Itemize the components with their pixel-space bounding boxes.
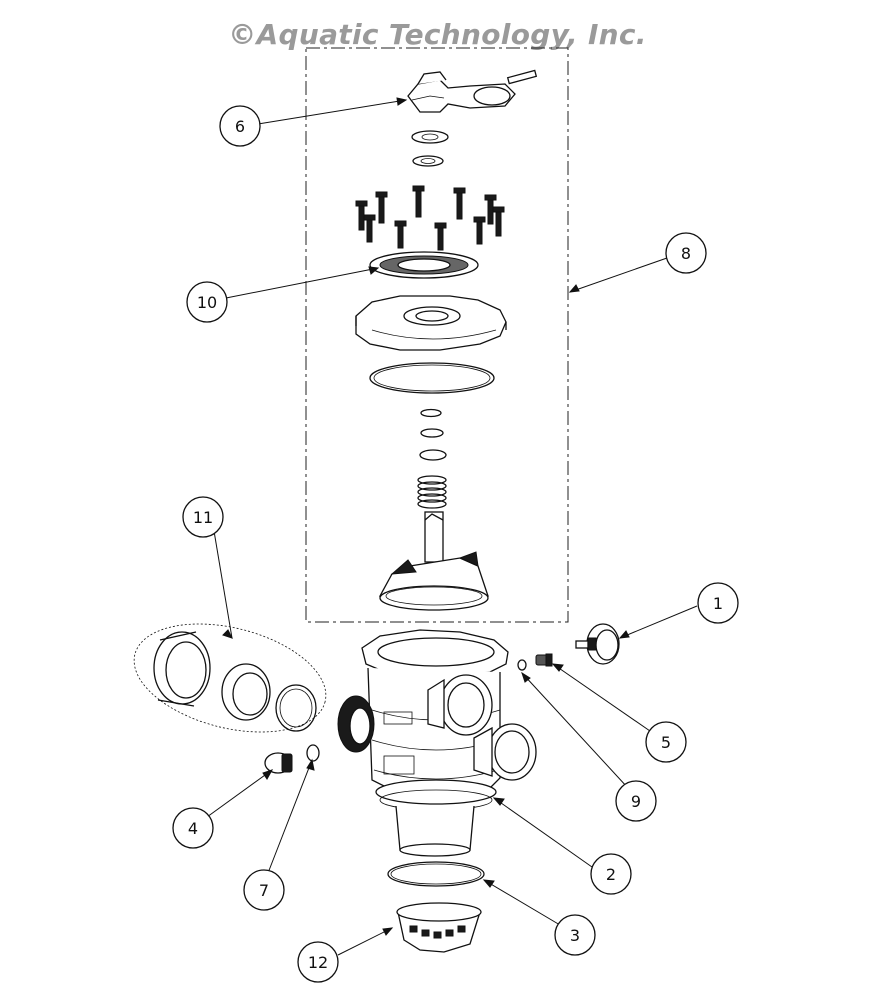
part-lid-screws (355, 185, 505, 251)
callout-11: 11 (182, 496, 224, 538)
svg-text:4: 4 (188, 819, 198, 838)
svg-text:1: 1 (713, 594, 723, 613)
part-large-o-ring (369, 362, 495, 394)
svg-text:6: 6 (235, 117, 245, 136)
part-lid-gasket (369, 251, 479, 279)
callout-1: 1 (697, 582, 739, 624)
part-small-o-ring-b (420, 428, 444, 438)
part-valve-lid (355, 295, 507, 351)
part-bottom-o-ring (387, 861, 485, 887)
svg-text:9: 9 (631, 792, 641, 811)
part-union-kit (133, 623, 327, 733)
svg-text:8: 8 (681, 244, 691, 263)
callout-6: 6 (219, 105, 261, 147)
part-plug-washer (306, 744, 320, 762)
callout-7: 7 (243, 869, 285, 911)
callout-5: 5 (645, 721, 687, 763)
part-washer-upper (411, 130, 449, 144)
callout-12: 12 (297, 941, 339, 983)
part-valve-body (337, 629, 537, 857)
svg-text:5: 5 (661, 733, 671, 752)
copyright-watermark: ©Aquatic Technology, Inc. (228, 18, 647, 51)
part-drain-plug (264, 752, 293, 774)
callout-3: 3 (554, 914, 596, 956)
svg-text:2: 2 (606, 865, 616, 884)
part-washer-lower (412, 155, 444, 167)
svg-text:11: 11 (193, 508, 213, 527)
callout-4: 4 (172, 807, 214, 849)
svg-text:7: 7 (259, 881, 269, 900)
part-gauge-o-ring (517, 659, 527, 671)
callout-10: 10 (186, 281, 228, 323)
svg-text:10: 10 (197, 293, 217, 312)
part-bottom-strainer (396, 902, 482, 953)
part-spring (417, 475, 447, 509)
lid-assembly-boundary (305, 47, 569, 623)
part-handle (407, 69, 538, 113)
callout-9: 9 (615, 780, 657, 822)
callout-8: 8 (665, 232, 707, 274)
part-small-o-ring-c (419, 449, 447, 461)
part-rotor (378, 511, 489, 611)
svg-text:3: 3 (570, 926, 580, 945)
svg-text:12: 12 (308, 953, 328, 972)
leader-lines (206, 97, 698, 956)
part-sight-glass (535, 653, 553, 667)
callout-2: 2 (590, 853, 632, 895)
part-pressure-gauge (575, 623, 620, 665)
part-small-o-ring-a (420, 408, 442, 418)
